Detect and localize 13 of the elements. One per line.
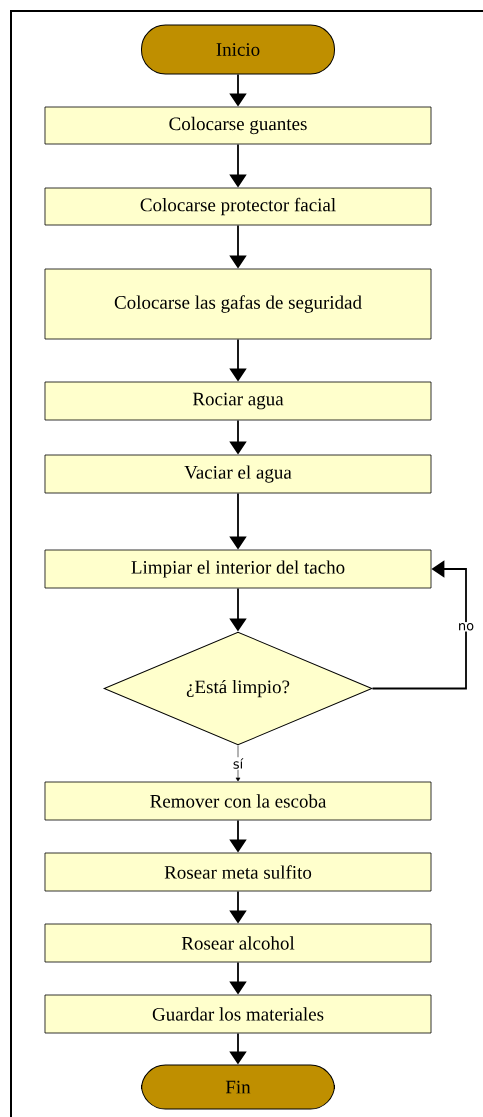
process-box: Colocarse protector facial [44,187,432,226]
process-box: Remover con la escoba [44,781,432,821]
process-box: Vaciar el agua [44,454,432,494]
process-box: Colocarse las gafas de seguridad [44,268,432,340]
process-box: Guardar los materiales [44,994,432,1034]
process-box: Rosear alcohol [44,923,432,963]
edge-label: no [456,622,476,632]
edge-label: sí [231,757,245,770]
process-box: Rosear meta sulfito [44,852,432,892]
arrow [235,745,241,782]
process-box: Colocarse guantes [44,106,432,145]
process-box: Rociar agua [44,381,432,421]
process-box: Limpiar el interior del tacho [44,549,432,589]
